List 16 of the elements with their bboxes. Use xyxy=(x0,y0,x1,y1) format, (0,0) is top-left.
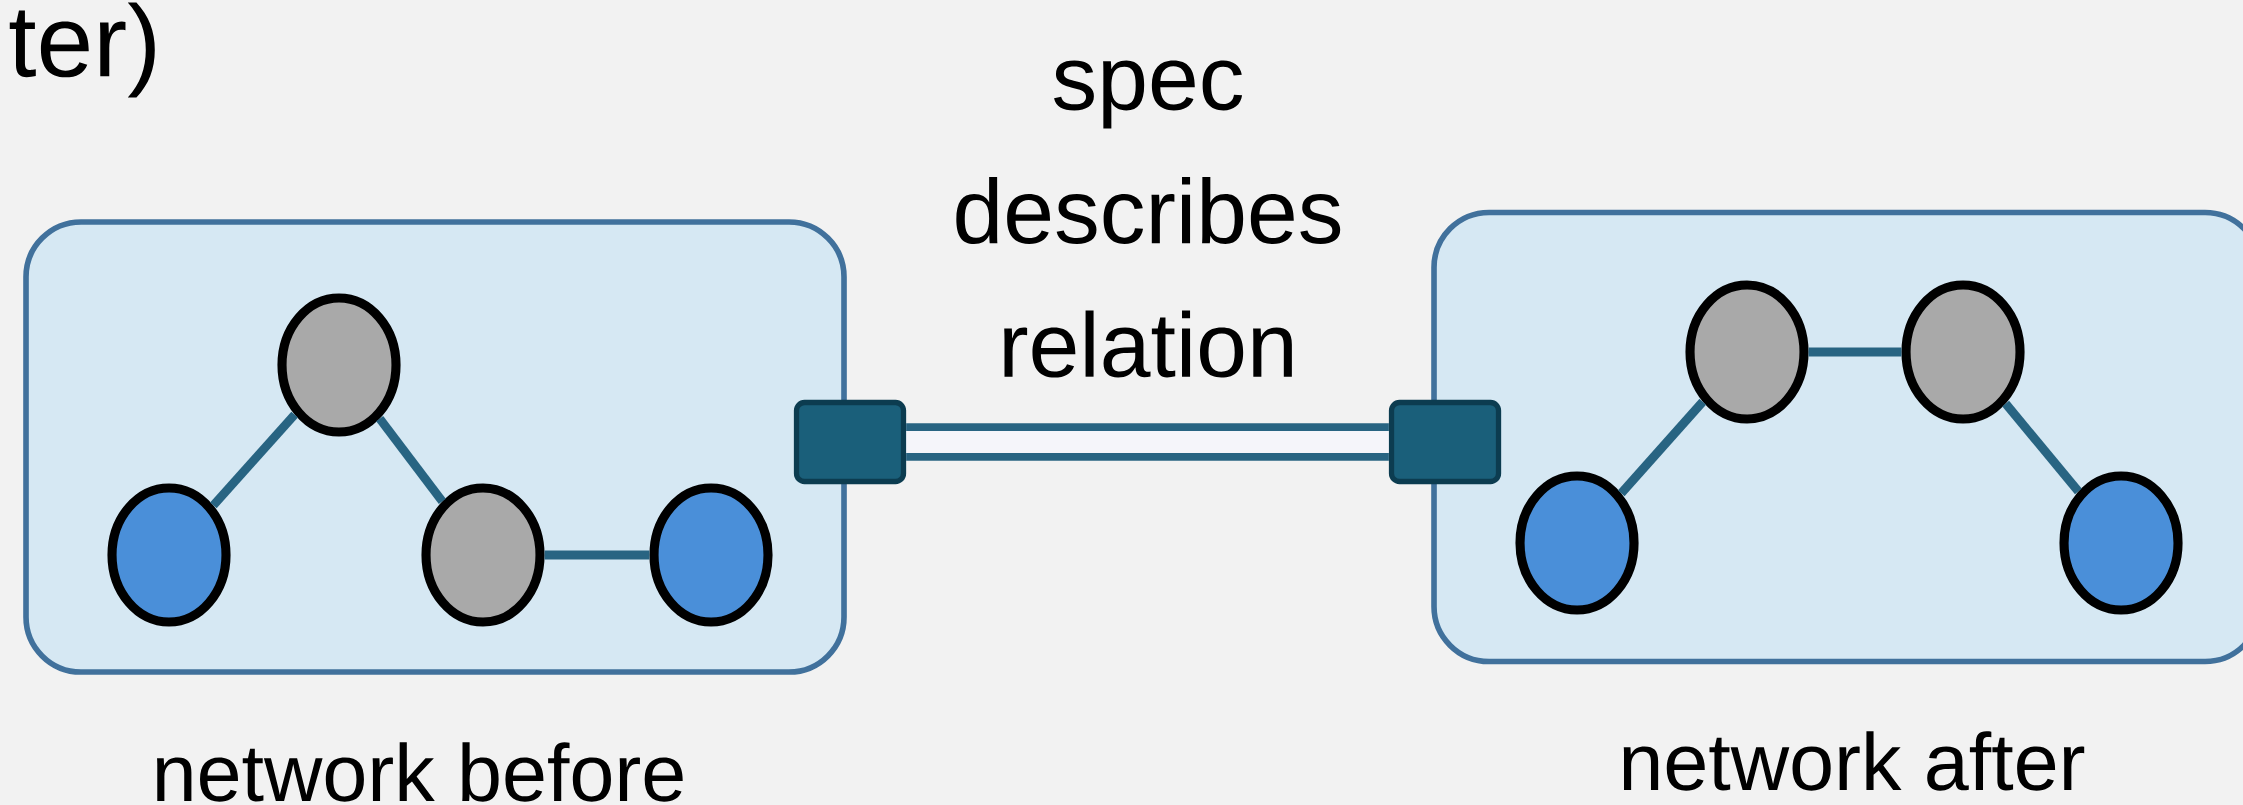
node-circle xyxy=(2059,471,2183,615)
node-label: network before xyxy=(157,742,683,802)
connector-line xyxy=(906,423,1389,461)
connector-line xyxy=(210,411,298,509)
node-label: network after xyxy=(1623,731,2085,791)
connector-line xyxy=(376,416,446,504)
edge-label: spec describes relation xyxy=(956,60,1341,378)
connector-line xyxy=(1808,347,1902,357)
connector-line xyxy=(544,550,650,560)
connector-port xyxy=(1388,399,1502,485)
node-circle xyxy=(1685,280,1809,424)
heading-fragment: ter) xyxy=(9,2,155,98)
node-circle xyxy=(107,483,231,627)
connector-line xyxy=(2002,400,2082,495)
connector-line xyxy=(1618,398,1707,497)
connector-port xyxy=(793,399,907,485)
